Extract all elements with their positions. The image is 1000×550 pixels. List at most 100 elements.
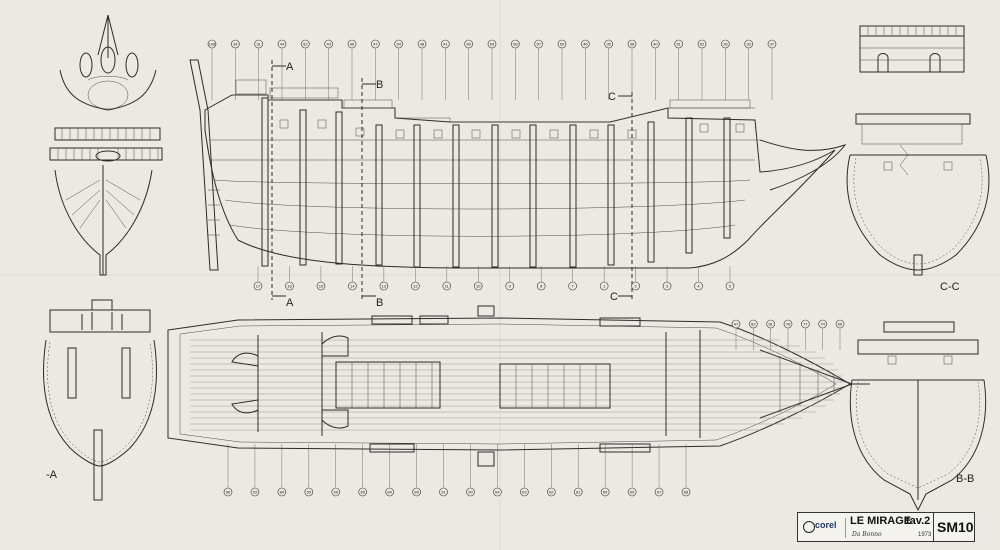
callout-number: 50	[560, 41, 565, 46]
title-divider	[933, 513, 934, 541]
model-name: LE MIRAGE	[850, 515, 912, 527]
callout-marker: 82	[749, 319, 758, 350]
plan-code: SM10	[937, 519, 974, 535]
section-marker-a-top: A	[286, 61, 294, 73]
callout-marker: 47	[371, 39, 380, 100]
callout-marker: 55	[304, 444, 314, 497]
callout-number: 63	[522, 489, 527, 494]
callout-number: 84	[387, 489, 392, 494]
signature: Da Bonno	[852, 531, 882, 538]
callout-number: 66	[838, 321, 843, 326]
callout-number: 59	[490, 41, 495, 46]
callout-number: 10	[476, 283, 481, 288]
callout-marker: 31	[439, 444, 448, 497]
stern-gallery-detail	[859, 25, 965, 73]
callout-number: 89	[414, 489, 419, 494]
callout-number: 35	[606, 41, 611, 46]
callout-marker: 68	[681, 444, 691, 497]
callout-marker: 81	[766, 319, 775, 350]
callout-marker: 62	[546, 444, 556, 497]
section-marker-b-bottom: B	[376, 297, 383, 309]
callout-number: 1	[603, 283, 606, 288]
callout-marker: 90	[466, 444, 475, 497]
callout-marker: 65	[627, 444, 637, 497]
callout-number: 68	[684, 489, 689, 494]
section-marker-c-bottom: C	[610, 291, 618, 303]
callout-number: 17	[256, 283, 261, 288]
callout-marker: 33	[744, 39, 753, 100]
callout-marker: 17	[253, 266, 263, 291]
callout-number: 108	[209, 41, 216, 46]
callout-marker: 9	[505, 266, 515, 291]
callout-marker: 74	[818, 319, 827, 350]
callout-number: 16	[287, 283, 292, 288]
callout-number: 85	[360, 489, 365, 494]
callout-number: 58	[513, 41, 518, 46]
callout-marker: 51	[674, 39, 683, 100]
callout-number: 64	[495, 489, 500, 494]
callout-marker: 63	[520, 444, 529, 497]
callout-number: 37	[770, 41, 775, 46]
callout-marker: 61	[573, 444, 583, 497]
callout-number: 33	[746, 41, 751, 46]
callout-marker: 54	[394, 39, 403, 100]
callout-marker: 13	[379, 266, 389, 291]
callout-number: 54	[396, 41, 401, 46]
callout-number: 43	[326, 41, 331, 46]
section-label-b-b: B-B	[956, 473, 974, 485]
callout-marker: 67	[654, 444, 664, 497]
callout-number: 5	[729, 283, 732, 288]
section-a-a	[43, 299, 157, 501]
callout-number: 52	[700, 41, 705, 46]
callout-number: 74	[820, 321, 825, 326]
section-marker-c-top: C	[608, 91, 616, 103]
callout-number: 56	[226, 489, 231, 494]
callout-marker: 40	[651, 39, 660, 100]
callout-marker: 108	[207, 39, 217, 100]
callout-number: 65	[603, 489, 608, 494]
callout-number: 34	[233, 41, 238, 46]
callout-marker: 49	[464, 39, 473, 100]
callout-number: 8	[540, 283, 543, 288]
callout-marker: 2	[631, 266, 640, 291]
callout-number: 82	[751, 321, 756, 326]
callouts-deck-bottom: 56 53 84 55 56 85 84 89 31 90 64 63 62 61 65 65 67 68	[223, 444, 691, 497]
callout-marker: 46	[581, 39, 590, 100]
callout-number: 81	[768, 321, 773, 326]
callout-number: 52	[303, 41, 308, 46]
callout-marker: 46	[347, 39, 357, 100]
callout-number: 15	[319, 283, 324, 288]
callout-marker: 65	[600, 444, 610, 497]
callout-number: 56	[334, 489, 339, 494]
callout-marker: 1	[599, 266, 609, 291]
callout-number: 53	[253, 489, 258, 494]
callout-number: 46	[350, 41, 355, 46]
callout-marker: 3	[662, 266, 672, 291]
callout-marker: 35	[604, 39, 613, 100]
callout-marker: 56	[223, 444, 233, 497]
callout-marker: 38	[627, 39, 637, 100]
callout-number: 77	[803, 321, 808, 326]
callout-marker: 50	[557, 39, 567, 100]
callout-marker: 84	[277, 444, 287, 497]
section-label-a-a: -A	[46, 469, 58, 481]
logo-emblem-icon	[803, 521, 815, 533]
callout-number: 13	[382, 283, 387, 288]
stern-view	[49, 14, 163, 276]
callout-marker: 58	[511, 39, 520, 100]
callout-number: 9	[509, 283, 512, 288]
callout-number: 7	[572, 283, 575, 288]
callout-marker: 85	[358, 444, 368, 497]
callout-marker: 5	[725, 266, 735, 291]
callout-number: 47	[373, 41, 378, 46]
plan-year: 1973	[918, 532, 932, 538]
brand-logo: corel	[801, 518, 846, 538]
callout-number: 65	[630, 489, 635, 494]
callout-number: 12	[413, 283, 418, 288]
callout-marker: 41	[441, 39, 450, 100]
callout-number: 57	[536, 41, 541, 46]
callout-number: 38	[630, 41, 635, 46]
callout-marker: 64	[493, 444, 502, 497]
